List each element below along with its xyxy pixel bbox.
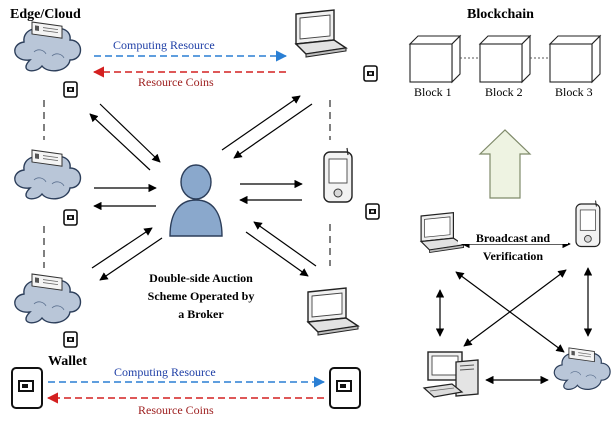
arrow-cloud-bottom-to-broker — [91, 227, 153, 269]
block-1-label: Block 1 — [414, 85, 452, 99]
broker-user-icon — [169, 164, 223, 237]
computing-resource-label-top: Computing Resource — [113, 38, 215, 52]
blockchain-blocks — [408, 34, 602, 84]
edge-cloud-server-middle — [14, 149, 82, 200]
wallet-title: Wallet — [48, 354, 87, 369]
resource-coins-label-top: Resource Coins — [138, 75, 214, 89]
p2p-pda-icon — [575, 200, 601, 248]
wallet-icon-pda — [365, 203, 380, 220]
block-3-label: Block 3 — [555, 85, 593, 99]
laptop-icon-top — [295, 9, 347, 58]
edge-cloud-server-bottom — [14, 273, 82, 324]
block-2-cube — [478, 34, 532, 84]
edge-cloud-title: Edge/Cloud — [10, 7, 81, 22]
blockchain-title: Blockchain — [467, 7, 534, 22]
wallet-icon-right — [329, 367, 361, 409]
arrow-p2p-pda-desktop — [463, 269, 567, 347]
wallet-icon-left — [11, 367, 43, 409]
laptop-icon-bottom — [307, 287, 359, 336]
computing-resource-label-wallet: Computing Resource — [114, 365, 216, 379]
wallet-icon-cloud-top — [63, 81, 78, 98]
pda-icon-middle — [323, 147, 353, 203]
edge-cloud-server-top — [14, 21, 82, 72]
p2p-cloud-server-icon — [553, 347, 611, 390]
arrow-broker-to-cloud-bottom — [99, 237, 163, 281]
wallet-icon-laptop-top — [363, 65, 378, 82]
upload-to-blockchain-arrow — [478, 129, 532, 199]
block-2-label: Block 2 — [485, 85, 523, 99]
arrow-cloud-top-to-broker — [99, 103, 161, 163]
resource-coins-label-wallet: Resource Coins — [138, 403, 214, 417]
p2p-desktop-icon — [423, 351, 479, 398]
p2p-label-line-2: Verification — [482, 249, 544, 263]
broker-label-line-1: Double-side Auction — [149, 271, 253, 285]
wallet-icon-cloud-bottom — [63, 331, 78, 348]
block-3-cube — [548, 34, 602, 84]
wallet-icon-cloud-middle — [63, 209, 78, 226]
arrow-laptop-top-to-broker — [233, 103, 313, 159]
p2p-label-line-1: Broadcast and — [458, 232, 568, 244]
block-1-cube — [408, 34, 462, 84]
arrow-laptop-bottom-to-broker — [253, 221, 317, 267]
broker-label-line-2: Scheme Operated by — [147, 289, 255, 303]
arrow-broker-to-laptop-bottom — [245, 231, 309, 277]
broker-label-line-3: a Broker — [178, 307, 224, 321]
arrow-broker-to-laptop-top — [221, 95, 301, 151]
arrow-broker-to-cloud-top — [89, 113, 151, 171]
